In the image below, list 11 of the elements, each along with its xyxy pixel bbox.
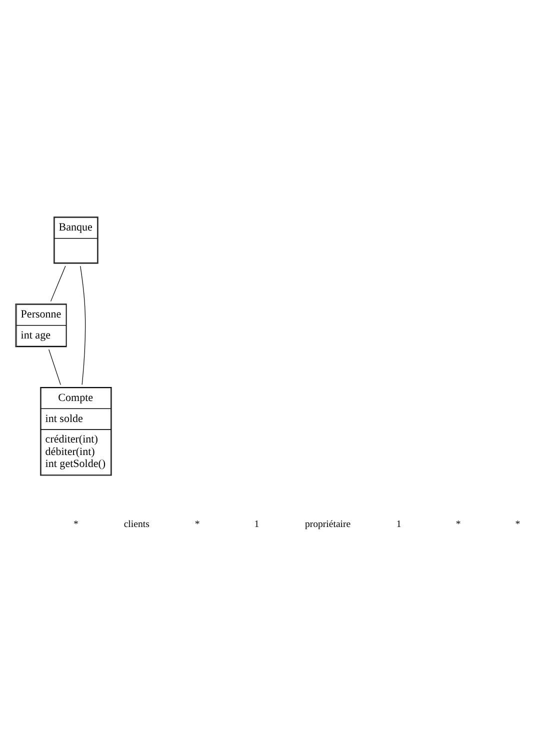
connector xyxy=(48,348,61,385)
label: * xyxy=(515,518,520,530)
label: * xyxy=(73,518,78,530)
label: 1 xyxy=(396,518,402,530)
label: clients xyxy=(124,518,150,530)
label: 1 xyxy=(254,518,260,530)
connector xyxy=(80,265,86,384)
connector xyxy=(50,265,66,302)
label: * xyxy=(456,518,461,530)
label: * xyxy=(194,518,200,530)
label: propriétaire xyxy=(304,518,351,530)
